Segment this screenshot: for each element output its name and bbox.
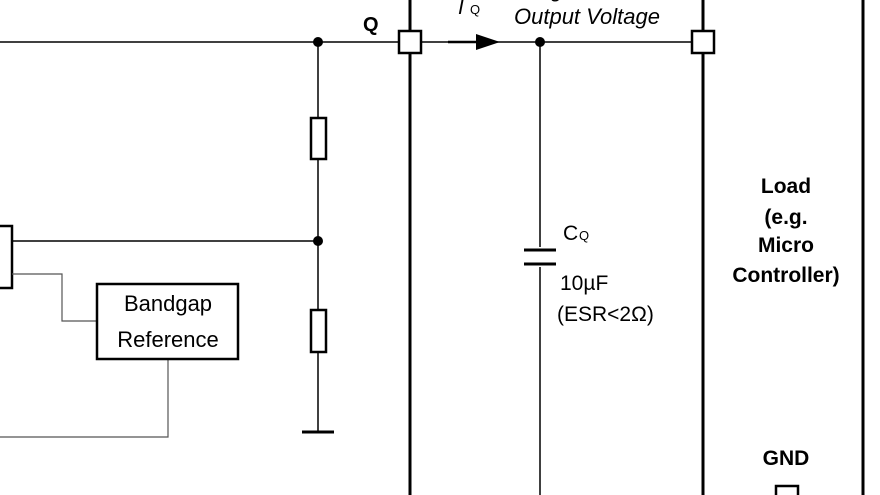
bandgap-label: Bandgap — [124, 291, 212, 316]
capacitor-esr: (ESR<2Ω) — [557, 303, 654, 326]
lower-resistor — [309, 308, 328, 354]
junction-dot — [313, 37, 323, 47]
capacitor-value: 10µF — [560, 272, 608, 295]
bandgap-wires — [0, 273, 169, 438]
load-label-line3: Micro — [758, 234, 814, 257]
load-block-label: Load (e.g. Micro Controller) — [732, 175, 839, 287]
output-capacitor — [524, 42, 556, 495]
upper-resistor — [309, 116, 328, 161]
output-voltage-partial: g — [551, 0, 563, 2]
error-amplifier-block — [0, 224, 14, 290]
capacitor-subscript: Q — [579, 228, 589, 243]
gnd-terminal — [774, 484, 800, 495]
output-voltage-label: Output Voltage — [514, 4, 660, 29]
voltage-divider — [302, 42, 334, 434]
gnd-label: GND — [763, 447, 810, 470]
reference-label: Reference — [117, 327, 219, 352]
current-symbol: I — [458, 0, 464, 19]
capacitor-name: C — [563, 222, 578, 245]
bandgap-reference-block — [95, 282, 240, 361]
current-arrow — [448, 34, 500, 50]
current-subscript: Q — [470, 2, 480, 17]
load-label-line2: (e.g. — [764, 206, 807, 229]
pin-q-terminal — [397, 29, 423, 55]
load-label-line4: Controller) — [732, 264, 839, 287]
pin-q-label: Q — [363, 14, 379, 36]
load-input-terminal — [690, 29, 716, 55]
load-label-line1: Load — [761, 175, 811, 198]
